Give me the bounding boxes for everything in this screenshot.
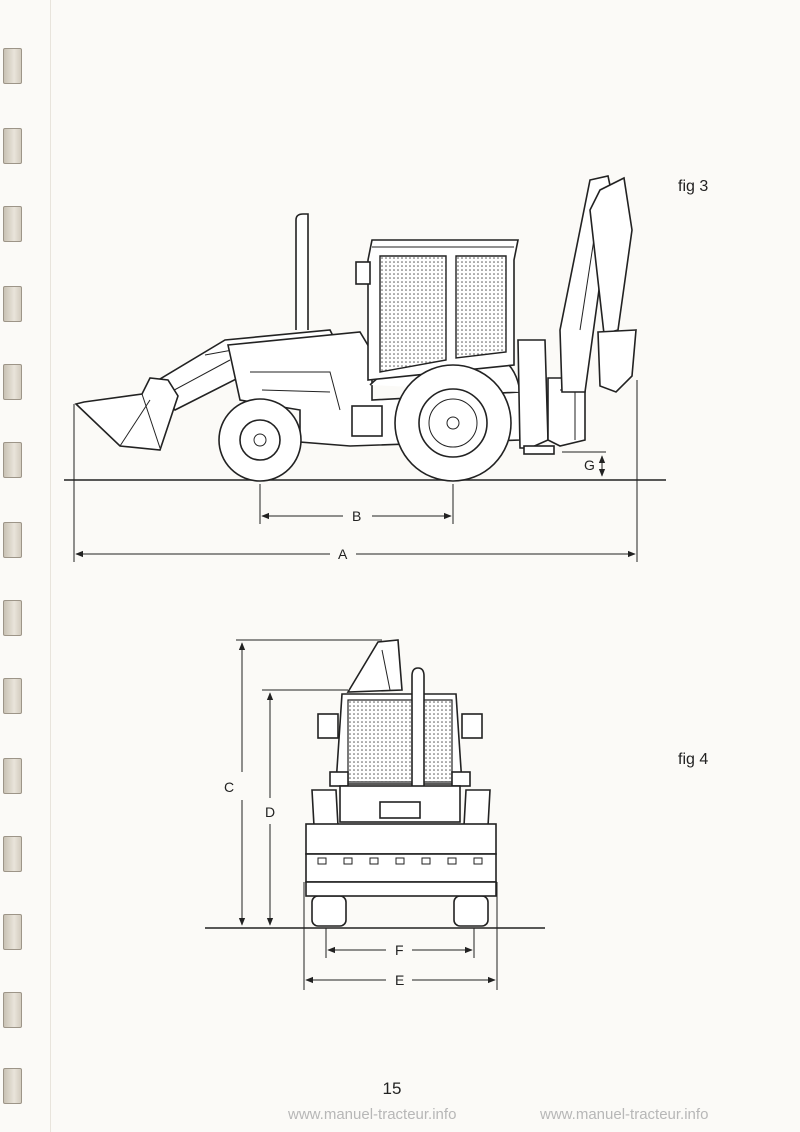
cab-mirror bbox=[355, 261, 371, 285]
binding-hole bbox=[3, 206, 22, 242]
backhoe-frame bbox=[517, 339, 549, 449]
dipper-arm bbox=[589, 176, 633, 336]
exhaust-stack bbox=[295, 213, 309, 330]
watermark-text: www.manuel-tracteur.info bbox=[540, 1106, 709, 1123]
dimension-a-label: A bbox=[338, 546, 348, 562]
fig4-label: fig 4 bbox=[678, 751, 709, 768]
rear-view-bucket bbox=[305, 853, 497, 883]
ring-binding bbox=[0, 0, 30, 1132]
dimension-g-label: G bbox=[584, 457, 595, 473]
cab-side-window bbox=[379, 255, 447, 373]
front-bucket bbox=[74, 377, 179, 451]
binding-hole bbox=[3, 48, 22, 84]
binding-hole bbox=[3, 678, 22, 714]
binding-hole bbox=[3, 836, 22, 872]
cab-rear-window bbox=[455, 255, 507, 359]
binding-hole bbox=[3, 1068, 22, 1104]
binding-hole bbox=[3, 522, 22, 558]
rear-view-left-wheel bbox=[311, 895, 347, 927]
dimension-b-label: B bbox=[352, 508, 361, 524]
rear-bucket bbox=[597, 329, 637, 393]
rear-view-exhaust bbox=[411, 667, 425, 790]
binding-hole bbox=[3, 914, 22, 950]
binding-hole bbox=[3, 758, 22, 794]
page-number: 15 bbox=[382, 1079, 402, 1098]
stabiliser-foot bbox=[523, 445, 555, 455]
dimension-c-label: C bbox=[224, 779, 234, 795]
rear-view-boom bbox=[346, 639, 403, 693]
page-edge-shadow bbox=[50, 0, 51, 1132]
binding-hole bbox=[3, 286, 22, 322]
binding-hole bbox=[3, 128, 22, 164]
rear-window bbox=[347, 699, 453, 783]
watermark-text: www.manuel-tracteur.info bbox=[288, 1106, 457, 1123]
rear-view-right-wheel bbox=[453, 895, 489, 927]
dimension-f-label: F bbox=[395, 942, 404, 958]
binding-hole bbox=[3, 364, 22, 400]
binding-hole bbox=[3, 992, 22, 1028]
binding-hole bbox=[3, 600, 22, 636]
dimension-d-label: D bbox=[265, 804, 275, 820]
bucket-teeth bbox=[317, 857, 483, 865]
rear-view-frame bbox=[305, 823, 497, 855]
binding-hole bbox=[3, 442, 22, 478]
fig3-label: fig 3 bbox=[678, 178, 709, 195]
dimension-e-label: E bbox=[395, 972, 404, 988]
